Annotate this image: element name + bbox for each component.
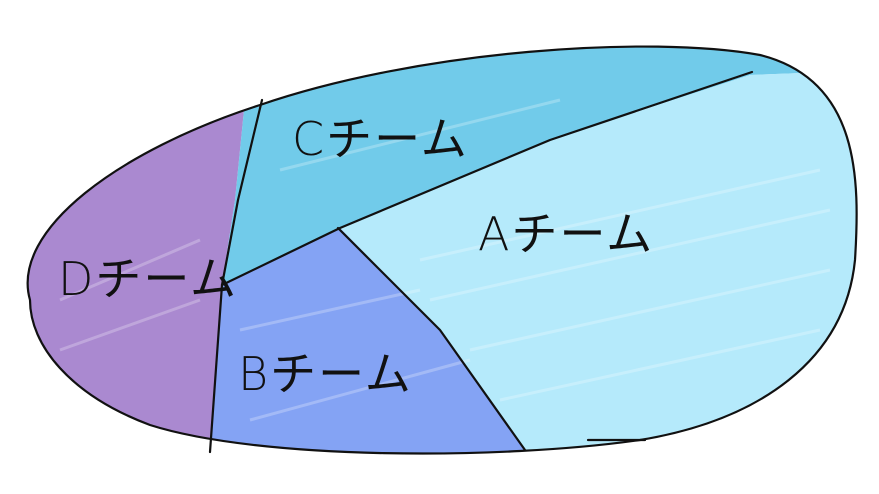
region-a-fill xyxy=(340,70,857,454)
brush-texture xyxy=(59,98,831,422)
divider-lower xyxy=(336,226,527,452)
divider-vertical xyxy=(208,98,264,454)
region-d-label: Dチーム xyxy=(58,252,238,306)
divider-upper xyxy=(220,70,754,287)
region-a-label: Aチーム xyxy=(478,207,654,261)
region-c-label: Cチーム xyxy=(292,112,469,166)
region-b-label: Bチーム xyxy=(238,347,413,401)
region-b-fill xyxy=(210,228,528,454)
